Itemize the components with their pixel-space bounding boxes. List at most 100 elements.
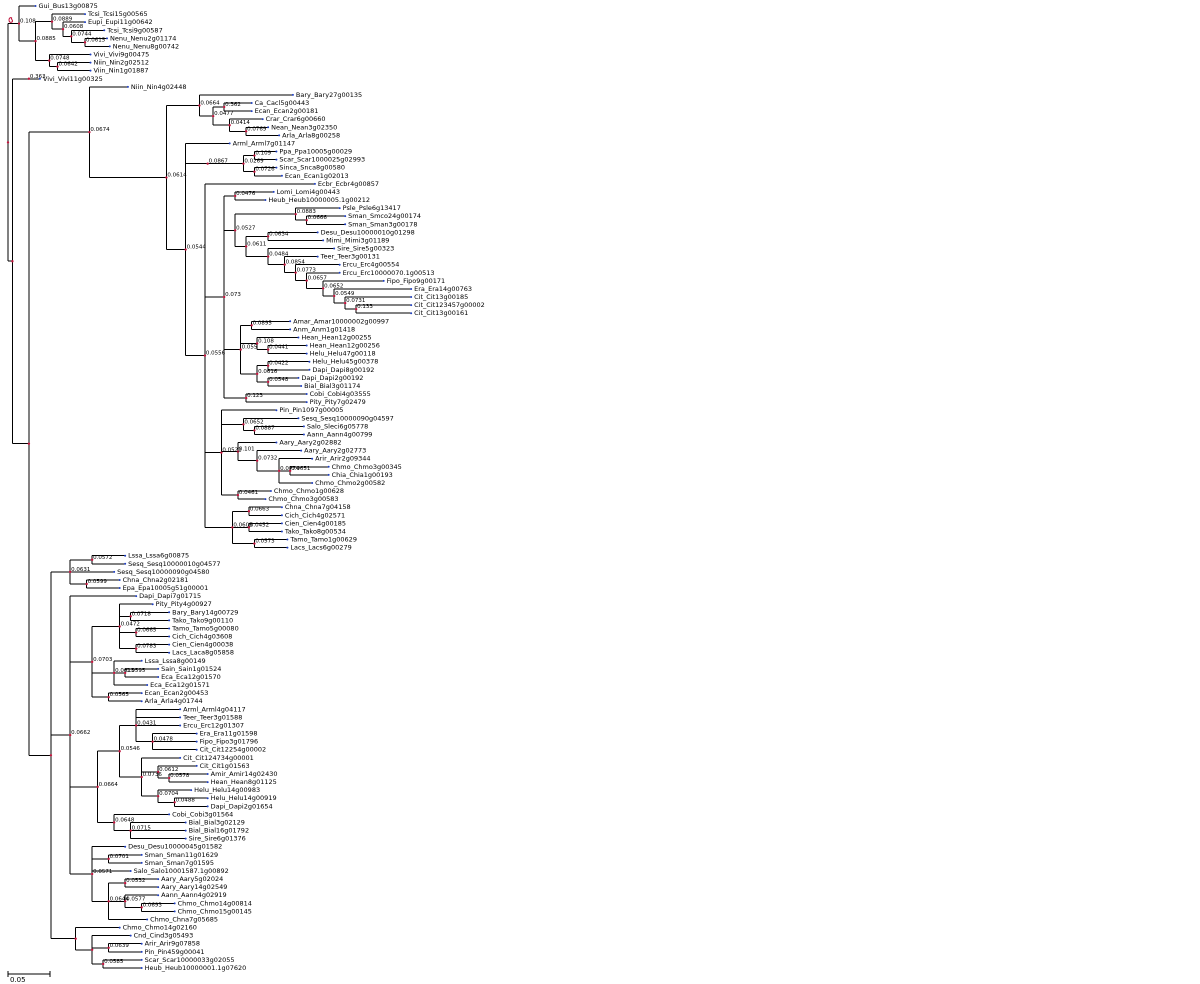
- leaf-marker: [146, 684, 149, 687]
- node-marker: [253, 154, 256, 157]
- node-support-value: 0.0736: [143, 772, 163, 778]
- leaf-label: Cit_Cit12254g00002: [200, 746, 267, 754]
- leaf-marker: [179, 716, 182, 719]
- leaf-marker: [313, 182, 316, 185]
- node-marker: [96, 785, 99, 789]
- leaf-marker: [168, 635, 171, 638]
- leaf-marker: [250, 102, 253, 105]
- node-marker: [266, 255, 270, 258]
- leaf-marker: [297, 336, 300, 339]
- leaf-label: Ecbr_Ecbr4g00857: [318, 180, 379, 188]
- node-support-value: 0.0452: [250, 522, 269, 528]
- leaf-marker: [305, 344, 308, 347]
- leaf-label: Vivi_Vivi11g00325: [43, 75, 103, 83]
- node-support-value: 0.0631: [71, 567, 90, 573]
- node-marker: [165, 176, 168, 179]
- leaf-label: Chmo_Chmo3g00583: [268, 495, 338, 503]
- leaf-label: Hean_Hean12g00256: [310, 342, 380, 350]
- leaf-label: Bial_Bial16g01792: [189, 827, 249, 835]
- leaf-label: Teer_Teer3g00131: [320, 253, 380, 261]
- leaf-label: Chmo_Chmo14g00814: [178, 899, 252, 907]
- leaf-label: Sesq_Sesq10000010g04577: [128, 560, 220, 568]
- node-support-value: 0.0854: [286, 260, 306, 266]
- node-support-value: 0.0718: [132, 611, 152, 617]
- leaf-label: Lacs_Lacs6g00279: [290, 544, 351, 552]
- node-support-value: 0.0431: [137, 720, 156, 726]
- leaf-label: Cit_Cit13g00161: [414, 309, 468, 317]
- leaf-marker: [157, 667, 160, 670]
- node-marker: [173, 801, 176, 804]
- leaf-marker: [168, 643, 171, 646]
- node-marker: [107, 900, 110, 903]
- leaf-label: Cien_Cien4g00185: [285, 519, 346, 527]
- leaf-label: Bial_Bial3g02129: [189, 818, 245, 826]
- node-support-value: 0.0715: [132, 826, 152, 832]
- leaf-label: Sire_Sire6g01376: [189, 835, 246, 843]
- node-support-labels: 0.06150.07440.06080.08890.06420.07480.08…: [6, 17, 373, 966]
- leaf-marker: [140, 950, 143, 953]
- leaf-marker: [118, 578, 121, 581]
- leaf-label: Desu_Desu10000010g01298: [321, 228, 415, 236]
- leaf-marker: [275, 150, 278, 153]
- leaf-marker: [250, 110, 253, 113]
- node-marker: [255, 342, 259, 345]
- leaf-marker: [89, 53, 92, 56]
- leaf-label: Chia_Chia1g00193: [332, 471, 393, 479]
- leaf-label: Psle_Psle6g13417: [343, 204, 401, 212]
- leaf-marker: [173, 902, 176, 905]
- leaf-marker: [410, 287, 413, 290]
- node-marker: [27, 442, 31, 445]
- node-marker: [206, 162, 209, 165]
- node-support-value: 0.133: [357, 304, 373, 310]
- leaf-label: Chmo_Chmo14g02160: [123, 924, 197, 932]
- leaf-label: Arml_Arml4g04117: [183, 705, 245, 713]
- node-support-value: 0.0895: [253, 320, 273, 326]
- leaf-marker: [333, 247, 336, 250]
- leaf-marker: [206, 797, 209, 800]
- leaf-label: Eca_Eca12g01570: [161, 673, 221, 681]
- node-marker: [239, 348, 242, 351]
- leaf-marker: [113, 570, 116, 573]
- leaf-label: Cit_Cit13g00185: [414, 293, 468, 301]
- node-marker: [90, 660, 94, 664]
- leaf-marker: [305, 352, 308, 355]
- leaf-marker: [84, 21, 86, 24]
- leaf-marker: [338, 207, 341, 210]
- node-marker: [107, 857, 110, 861]
- node-support-value: 0.0616: [258, 369, 278, 375]
- leaf-label: Heub_Heub10000005.1g00212: [268, 196, 370, 204]
- node-marker: [244, 396, 248, 400]
- node-marker: [90, 948, 94, 952]
- leaf-label: Ecan_Ecan2g00453: [145, 689, 209, 697]
- leaf-marker: [84, 13, 86, 16]
- node-marker: [231, 526, 234, 529]
- node-support-value: 0.0573: [255, 539, 275, 545]
- node-marker: [68, 570, 72, 574]
- node-marker: [244, 130, 248, 133]
- node-marker: [222, 105, 226, 109]
- node-support-value: 0.0522: [222, 448, 241, 454]
- leaf-marker: [322, 239, 325, 242]
- node-marker: [203, 354, 207, 357]
- leaf-label: Chna_Chna7g04158: [285, 503, 351, 511]
- leaf-marker: [184, 829, 187, 832]
- leaf-marker: [157, 878, 160, 881]
- node-marker: [50, 20, 54, 23]
- node-marker: [266, 380, 270, 384]
- node-support-value: 0.0269: [244, 159, 264, 165]
- node-support-value: 0.108: [20, 19, 36, 25]
- leaf-marker: [302, 425, 305, 428]
- node-support-value: 0.0651: [291, 466, 310, 472]
- node-marker: [222, 295, 226, 299]
- leaf-marker: [129, 869, 132, 872]
- leaf-marker: [168, 619, 171, 622]
- leaf-marker: [124, 554, 127, 557]
- leaf-label: Era_Era11g01598: [200, 730, 258, 738]
- node-marker: [242, 423, 245, 426]
- leaf-label: Era_Era14g00763: [414, 285, 472, 293]
- leaf-label: Arir_Arir9g07858: [145, 940, 200, 948]
- node-support-value: 0.0701: [110, 854, 129, 860]
- node-support-value: 0.0769: [247, 126, 267, 132]
- node-support-value: 0.101: [239, 447, 255, 453]
- node-support-value: 0.0703: [93, 657, 113, 663]
